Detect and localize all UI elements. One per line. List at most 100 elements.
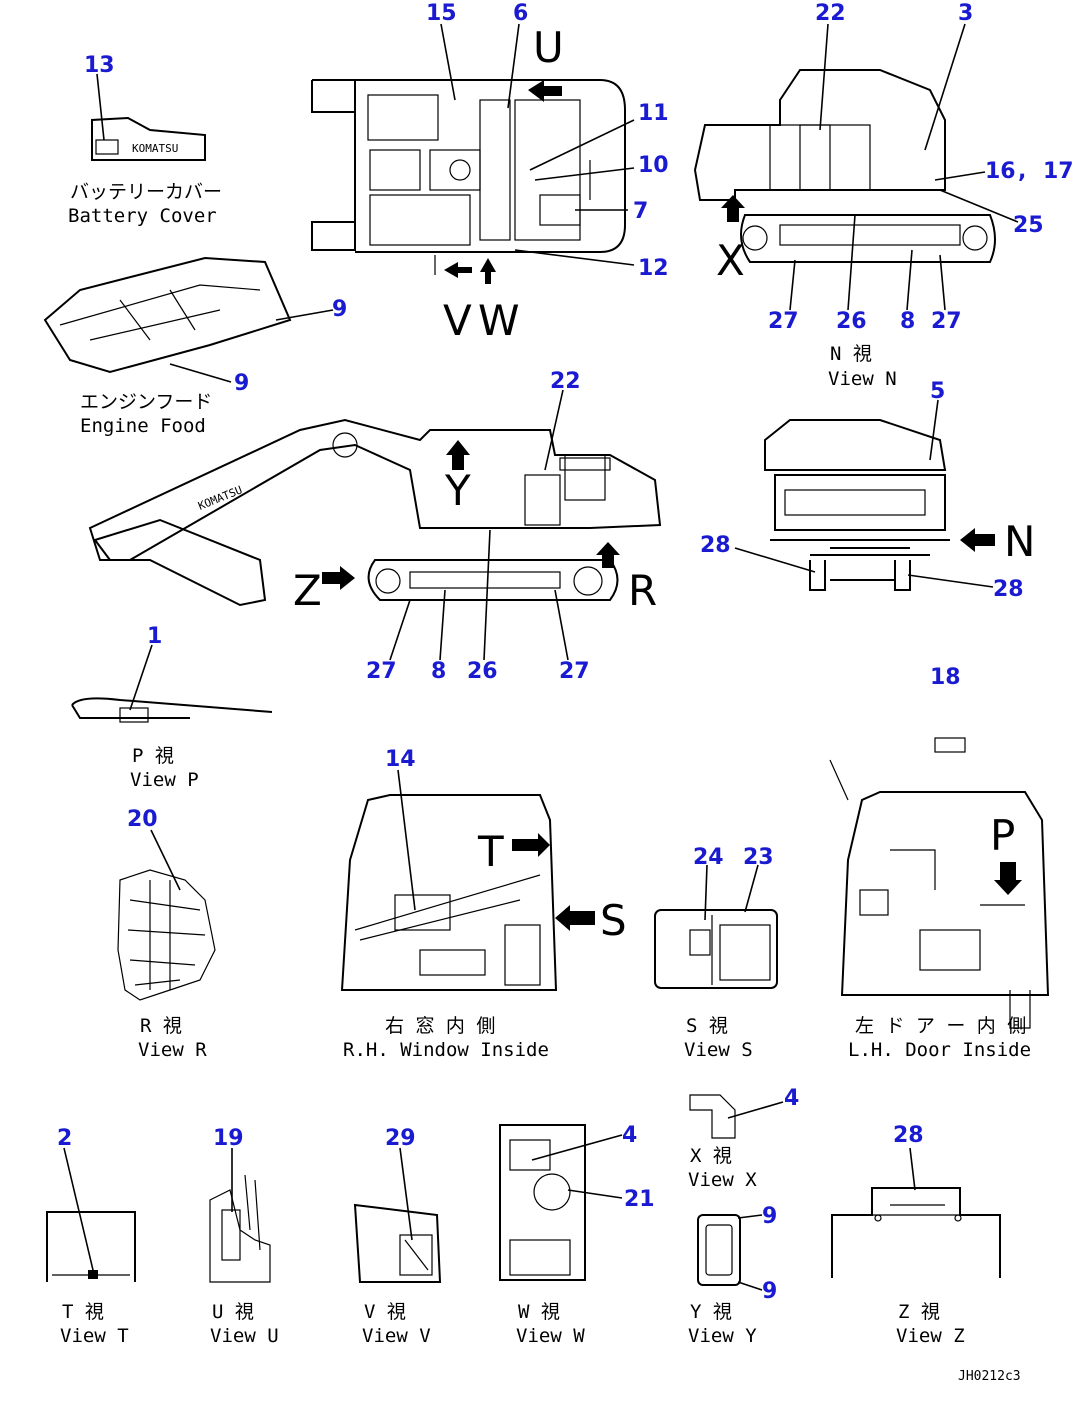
callout-26-a: 26	[836, 309, 867, 334]
rear-view-n	[734, 399, 995, 591]
view-x-caption-jp: X 視	[690, 1145, 732, 1167]
top-plan-view	[311, 23, 635, 284]
engine-hood-drawing	[43, 256, 334, 383]
callout-27-b: 27	[931, 309, 962, 334]
view-v-drawing	[353, 1147, 442, 1283]
battery-cover-label: KOMATSU	[132, 142, 178, 155]
callout-20: 20	[127, 807, 158, 832]
callout-11: 11	[638, 101, 669, 126]
rh-window-caption-jp: 右 窓 内 側	[385, 1015, 495, 1037]
view-z-drawing	[831, 1147, 1001, 1278]
callout-28-a: 28	[700, 533, 731, 558]
view-n-caption-en: View N	[828, 368, 897, 390]
view-y-drawing	[697, 1214, 763, 1291]
view-letter-y: Y	[444, 466, 471, 515]
view-t-caption-jp: T 視	[62, 1301, 104, 1323]
callout-28-b: 28	[993, 577, 1024, 602]
view-n-caption-jp: N 視	[830, 343, 872, 365]
view-letter-n: N	[1004, 517, 1035, 566]
callout-23: 23	[743, 845, 774, 870]
battery-cover-caption-jp: バッテリーカバー	[70, 181, 222, 203]
view-r-caption-en: View R	[138, 1039, 207, 1061]
rh-window-inside-drawing	[340, 769, 595, 991]
view-letter-w: W	[478, 296, 520, 345]
callout-18: 18	[930, 665, 961, 690]
callout-4-w: 4	[622, 1123, 637, 1148]
callout-28-z: 28	[893, 1123, 924, 1148]
callout-29: 29	[385, 1126, 416, 1151]
view-v-caption-en: View V	[362, 1325, 431, 1347]
view-letter-v: V	[443, 296, 472, 345]
callout-17: 17	[1043, 159, 1074, 184]
view-t-drawing	[46, 1147, 136, 1282]
view-letter-x: X	[716, 236, 745, 285]
view-p-caption-en: View P	[130, 769, 199, 791]
callout-10: 10	[638, 153, 669, 178]
view-x-drawing	[689, 1094, 784, 1139]
view-u-caption-jp: U 視	[212, 1301, 254, 1323]
lh-door-inside-drawing	[829, 759, 1050, 1029]
view-r-drawing	[117, 829, 216, 1001]
callout-13: 13	[84, 53, 115, 78]
callout-6: 6	[513, 1, 528, 26]
callout-12: 12	[638, 256, 669, 281]
callout-7: 7	[633, 199, 648, 224]
view-w-caption-jp: W 視	[518, 1301, 560, 1323]
view-t-caption-en: View T	[60, 1325, 129, 1347]
battery-cover-drawing: KOMATSU	[91, 73, 206, 161]
view-w-caption-en: View W	[516, 1325, 585, 1347]
callout-27-c: 27	[366, 659, 397, 684]
view-z-caption-en: View Z	[896, 1325, 965, 1347]
callout-21: 21	[624, 1187, 655, 1212]
view-y-caption-en: View Y	[688, 1325, 757, 1347]
view-p-caption-jp: P 視	[132, 745, 174, 767]
callout-8-a: 8	[900, 309, 915, 334]
callout-27-a: 27	[768, 309, 799, 334]
view-s-drawing	[654, 864, 778, 989]
view-letter-s: S	[600, 896, 627, 945]
view-x-caption-en: View X	[688, 1169, 757, 1191]
callout-9-y-top: 9	[762, 1204, 777, 1229]
lh-door-caption-jp: 左 ド ア ー 内 側	[855, 1015, 1026, 1037]
callout-9-y-bottom: 9	[762, 1279, 777, 1304]
callout-9b: 9	[234, 371, 249, 396]
engine-hood-caption-en: Engine Food	[80, 415, 206, 437]
callout-24: 24	[693, 845, 724, 870]
view-letter-u: U	[533, 23, 564, 72]
callout-25: 25	[1013, 213, 1044, 238]
view-p-drawing	[71, 644, 273, 723]
view-r-caption-jp: R 視	[140, 1015, 182, 1037]
view-s-caption-en: View S	[684, 1039, 753, 1061]
battery-cover-caption-en: Battery Cover	[68, 205, 217, 227]
callout-2: 2	[57, 1126, 72, 1151]
callout-5: 5	[930, 379, 945, 404]
callout-19: 19	[213, 1126, 244, 1151]
rh-window-caption-en: R.H. Window Inside	[343, 1039, 549, 1061]
callout-22-top: 22	[815, 1, 846, 26]
callout-4-x: 4	[784, 1086, 799, 1111]
callout-1: 1	[147, 624, 162, 649]
callout-9a: 9	[332, 297, 347, 322]
drawing-number: JH0212c3	[958, 1369, 1021, 1384]
view-s-caption-jp: S 視	[686, 1015, 728, 1037]
view-letter-p: P	[990, 811, 1015, 860]
callout-22-main: 22	[550, 369, 581, 394]
callout-15: 15	[426, 1, 457, 26]
callout-27-d: 27	[559, 659, 590, 684]
engine-hood-caption-jp: エンジンフード	[80, 391, 212, 413]
view-letter-z: Z	[293, 566, 322, 615]
callout-14: 14	[385, 747, 416, 772]
callout-26-b: 26	[467, 659, 498, 684]
callout-comma: ,	[1018, 159, 1026, 184]
callout-8-b: 8	[431, 659, 446, 684]
rear-side-view	[693, 23, 1019, 311]
view-v-caption-jp: V 視	[364, 1301, 406, 1323]
label-18-shape	[934, 737, 966, 753]
view-letter-r: R	[628, 566, 657, 615]
view-y-caption-jp: Y 視	[690, 1301, 732, 1323]
view-u-drawing	[209, 1148, 271, 1283]
view-w-drawing	[499, 1124, 623, 1281]
view-u-caption-en: View U	[210, 1325, 279, 1347]
